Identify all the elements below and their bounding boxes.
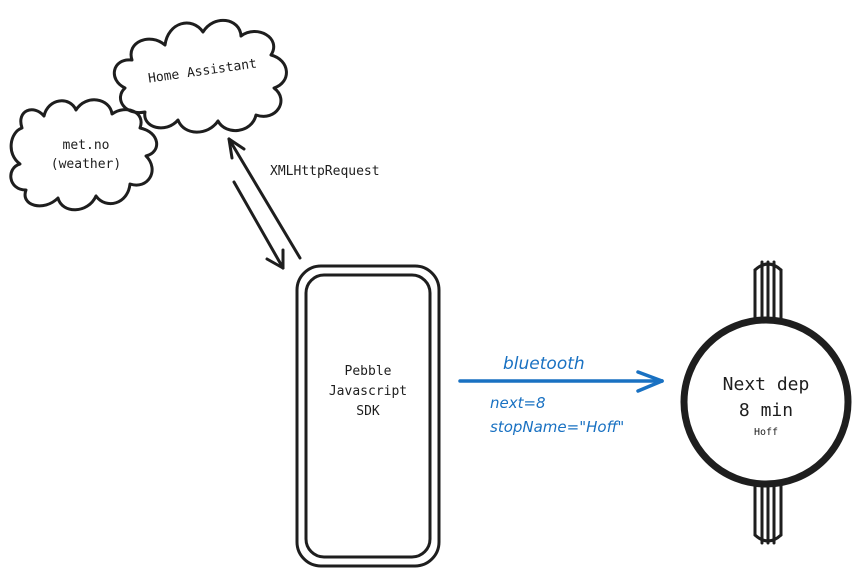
watch-line2: 8 min xyxy=(739,400,793,421)
bluetooth-label: bluetooth xyxy=(503,354,585,374)
payload-line1: next=8 xyxy=(490,394,546,412)
watch-line3: Hoff xyxy=(754,427,778,438)
arrow-down-to-phone xyxy=(232,180,285,270)
metno-cloud: met.no (weather) xyxy=(9,98,158,212)
home-assistant-label: Home Assistant xyxy=(147,56,258,86)
arrow-up-to-home-assistant xyxy=(227,137,302,260)
bluetooth-arrow xyxy=(458,370,664,393)
xmlhttprequest-label: XMLHttpRequest xyxy=(270,164,380,179)
phone-label-line1: Pebble xyxy=(345,364,392,379)
watch-strap-top xyxy=(753,260,783,320)
phone-label-line2: Javascript xyxy=(329,384,407,399)
request-arrows xyxy=(227,137,302,270)
watch-face xyxy=(680,316,852,488)
watch-line1: Next dep xyxy=(723,374,810,395)
pebble-watch: Next dep 8 min Hoff xyxy=(680,260,852,545)
watch-strap-bottom xyxy=(753,480,783,545)
phone-label-line3: SDK xyxy=(356,404,380,419)
phone-device: Pebble Javascript SDK xyxy=(295,264,441,568)
payload-line2: stopName="Hoff" xyxy=(490,418,624,436)
metno-label-line2: (weather) xyxy=(51,157,121,172)
metno-label-line1: met.no xyxy=(63,138,110,153)
